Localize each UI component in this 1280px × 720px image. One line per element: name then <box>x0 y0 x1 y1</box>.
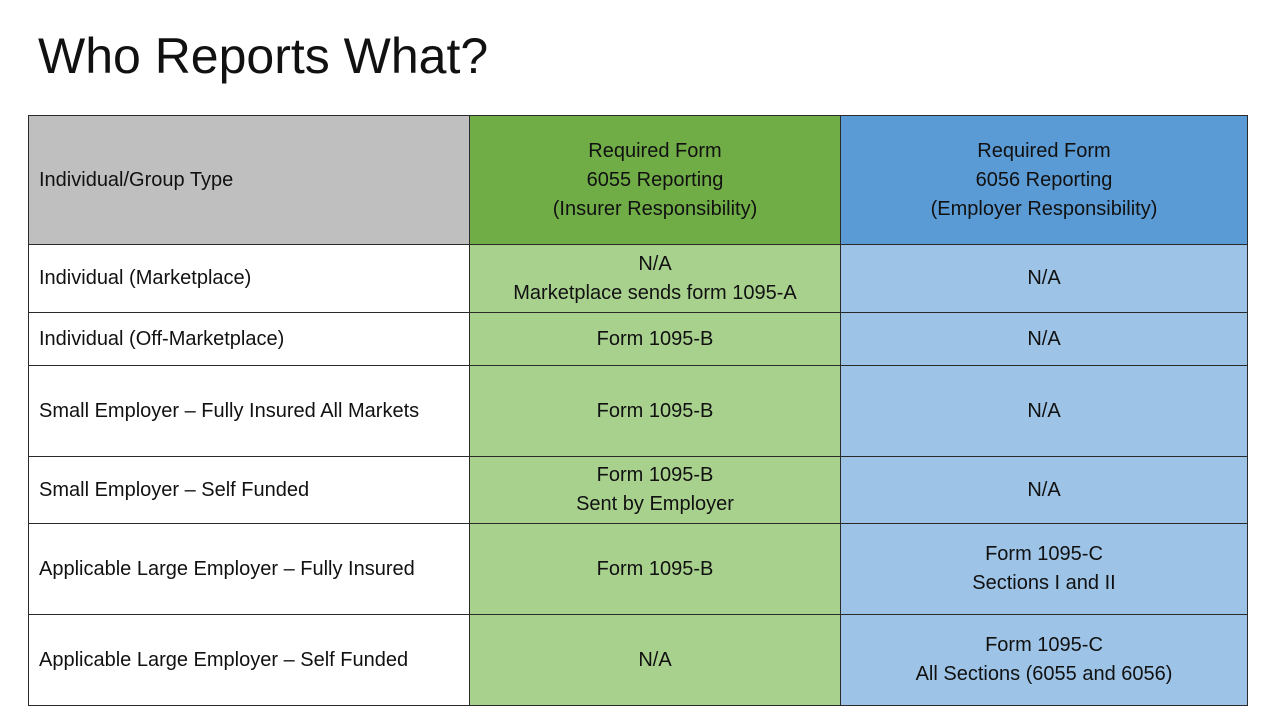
slide-title: Who Reports What? <box>38 28 489 84</box>
insurer-form-cell: N/A <box>469 614 841 706</box>
group-type-cell: Small Employer – Fully Insured All Marke… <box>28 365 470 457</box>
employer-form-cell: Form 1095-C Sections I and II <box>840 523 1248 615</box>
employer-form-cell: Form 1095-C All Sections (6055 and 6056) <box>840 614 1248 706</box>
insurer-form-cell: Form 1095-B <box>469 312 841 366</box>
insurer-form-cell: N/A Marketplace sends form 1095-A <box>469 244 841 313</box>
group-type-cell: Small Employer – Self Funded <box>28 456 470 524</box>
table-row: Applicable Large Employer – Self Funded … <box>28 614 1248 706</box>
insurer-form-cell: Form 1095-B <box>469 365 841 457</box>
table-row: Applicable Large Employer – Fully Insure… <box>28 523 1248 615</box>
table-row: Small Employer – Fully Insured All Marke… <box>28 365 1248 457</box>
employer-form-cell: N/A <box>840 365 1248 457</box>
employer-form-cell: N/A <box>840 312 1248 366</box>
table-row: Individual (Marketplace) N/A Marketplace… <box>28 244 1248 313</box>
group-type-cell: Applicable Large Employer – Self Funded <box>28 614 470 706</box>
table-row: Individual (Off-Marketplace) Form 1095-B… <box>28 312 1248 366</box>
header-group-type: Individual/Group Type <box>28 115 470 245</box>
group-type-cell: Individual (Marketplace) <box>28 244 470 313</box>
group-type-cell: Applicable Large Employer – Fully Insure… <box>28 523 470 615</box>
group-type-cell: Individual (Off-Marketplace) <box>28 312 470 366</box>
header-form-6056: Required Form 6056 Reporting (Employer R… <box>840 115 1248 245</box>
table-row: Small Employer – Self Funded Form 1095-B… <box>28 456 1248 524</box>
insurer-form-cell: Form 1095-B Sent by Employer <box>469 456 841 524</box>
employer-form-cell: N/A <box>840 456 1248 524</box>
header-form-6055: Required Form 6055 Reporting (Insurer Re… <box>469 115 841 245</box>
employer-form-cell: N/A <box>840 244 1248 313</box>
insurer-form-cell: Form 1095-B <box>469 523 841 615</box>
reporting-table: Individual/Group Type Required Form 6055… <box>28 115 1248 706</box>
table-header-row: Individual/Group Type Required Form 6055… <box>28 115 1248 245</box>
